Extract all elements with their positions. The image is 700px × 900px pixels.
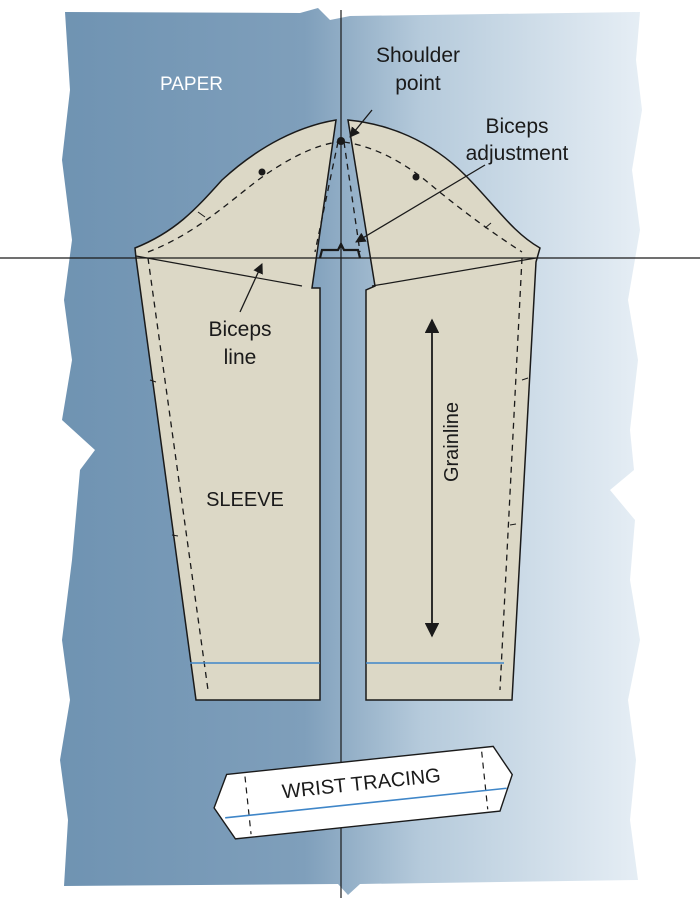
sleeve-label: SLEEVE — [206, 489, 284, 511]
biceps-line-label-line2: line — [224, 346, 257, 369]
biceps-adjustment-leader — [355, 164, 486, 243]
left-cap-dot — [258, 168, 266, 176]
shoulder-point-label-line2: point — [395, 72, 441, 95]
wrist-tracing-seam — [244, 751, 489, 835]
biceps-line-label-line1: Biceps — [208, 318, 271, 341]
biceps-adjustment-label-line2: adjustment — [466, 142, 569, 165]
right-cap-dot — [412, 173, 420, 181]
seam-line-left — [147, 141, 339, 691]
biceps-adjustment-bracket — [318, 241, 362, 259]
shoulder-point-label-line1: Shoulder — [376, 44, 460, 67]
wrist-tracing-line — [225, 787, 507, 819]
paper-label: PAPER — [160, 74, 223, 95]
biceps-line-right — [371, 257, 537, 287]
shoulder-point-marker — [337, 137, 345, 145]
wrist-tracing-paper — [213, 745, 514, 840]
wrist-tracing-strip — [213, 745, 514, 840]
biceps-line-left — [135, 255, 303, 287]
biceps-line-leader — [239, 263, 263, 313]
biceps-adjustment-label-line1: Biceps — [485, 115, 548, 138]
notch-marks — [149, 211, 529, 537]
grainline-label: Grainline — [441, 402, 463, 482]
shoulder-point-leader — [349, 109, 373, 138]
